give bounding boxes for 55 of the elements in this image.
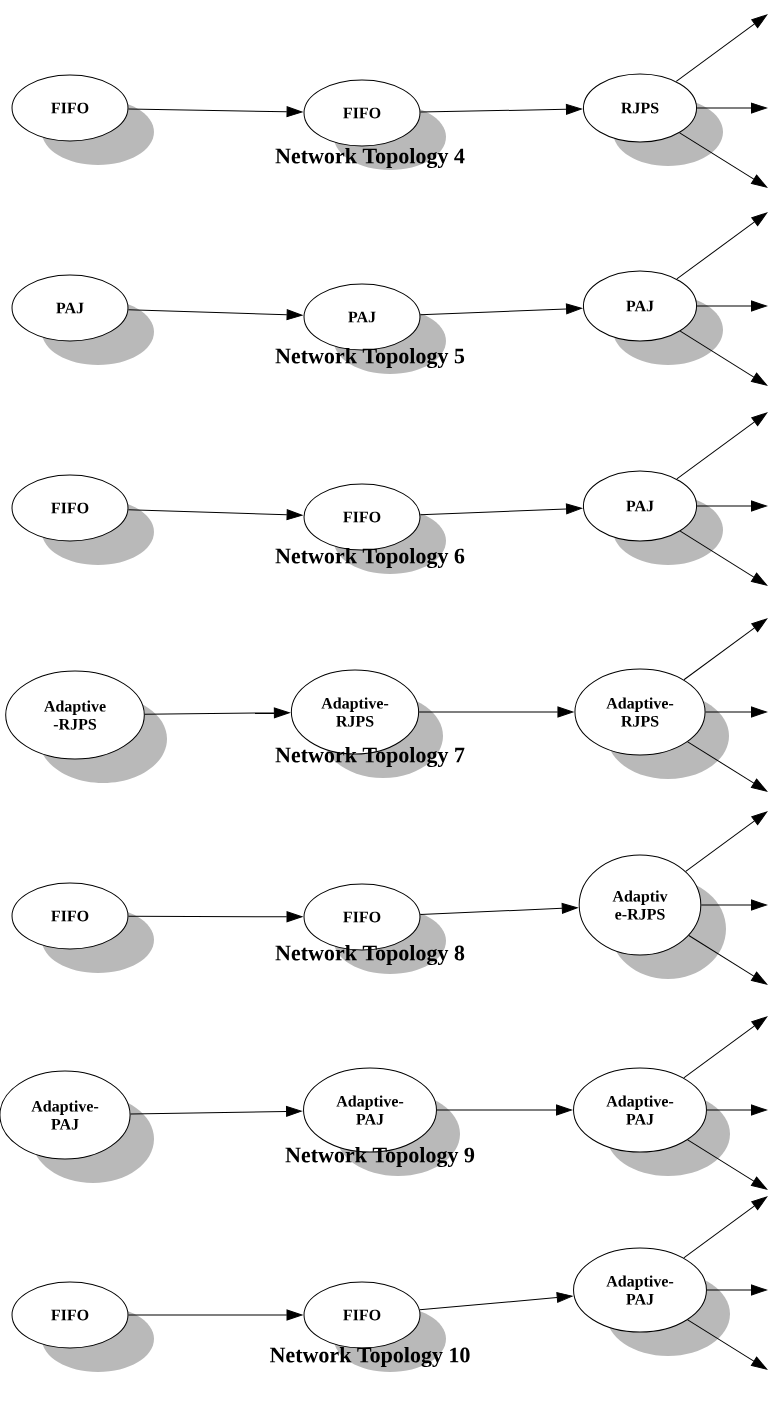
topology-label: Network Topology 5	[275, 347, 465, 369]
arrow	[127, 911, 303, 923]
arrow	[683, 1016, 768, 1079]
arrow	[683, 1196, 768, 1259]
topology-label: Network Topology 6	[275, 547, 465, 569]
arrow	[696, 500, 767, 512]
arrow	[419, 1292, 573, 1311]
topology-label: Network Topology 7	[275, 746, 465, 768]
arrow	[130, 1105, 302, 1117]
topology-label: Network Topology 10	[270, 1346, 470, 1368]
arrow	[436, 1104, 572, 1116]
arrow	[687, 1139, 768, 1190]
arrow	[127, 309, 303, 321]
arrow	[144, 707, 290, 719]
arrow	[419, 303, 582, 316]
ellipse-node: RJPS	[582, 73, 723, 166]
ellipse-node: PAJ	[11, 274, 154, 365]
arrow	[706, 1104, 767, 1116]
arrow	[418, 706, 574, 718]
arrow	[705, 706, 767, 718]
topology-label: Network Topology 9	[285, 1146, 475, 1168]
arrow	[127, 106, 303, 118]
ellipse-node: FIFO	[11, 1281, 154, 1372]
arrow	[687, 1319, 768, 1370]
ellipse-node: Adaptive- PAJ	[0, 1070, 154, 1183]
ellipse-node: Adaptiv e-RJPS	[578, 854, 726, 979]
arrow	[685, 811, 768, 872]
arrow	[679, 530, 768, 586]
arrow	[419, 503, 582, 516]
arrow	[687, 741, 768, 792]
arrow	[675, 14, 768, 82]
arrow	[696, 300, 767, 312]
arrow	[127, 1309, 303, 1321]
arrow	[127, 509, 303, 521]
ellipse-node: FIFO	[11, 882, 154, 973]
arrow	[419, 902, 578, 915]
arrow	[676, 412, 768, 480]
ellipse-node: Adaptive- RJPS	[574, 668, 729, 779]
arrow	[696, 102, 767, 114]
ellipse-node: Adaptive- PAJ	[573, 1247, 730, 1356]
arrow	[700, 899, 767, 911]
arrow	[676, 212, 768, 280]
ellipse-node: PAJ	[582, 270, 723, 365]
arrow	[679, 330, 768, 386]
ellipse-node: Adaptive -RJPS	[5, 670, 167, 783]
ellipse-node: PAJ	[582, 470, 723, 565]
arrow	[706, 1284, 767, 1296]
ellipse-node: FIFO	[11, 474, 154, 565]
arrow	[679, 132, 768, 188]
arrow	[688, 935, 768, 985]
topology-label: Network Topology 8	[275, 944, 465, 966]
ellipse-node: Adaptive- PAJ	[573, 1067, 730, 1176]
arrow	[683, 618, 768, 681]
arrow	[419, 103, 582, 115]
ellipse-node: FIFO	[11, 74, 154, 165]
